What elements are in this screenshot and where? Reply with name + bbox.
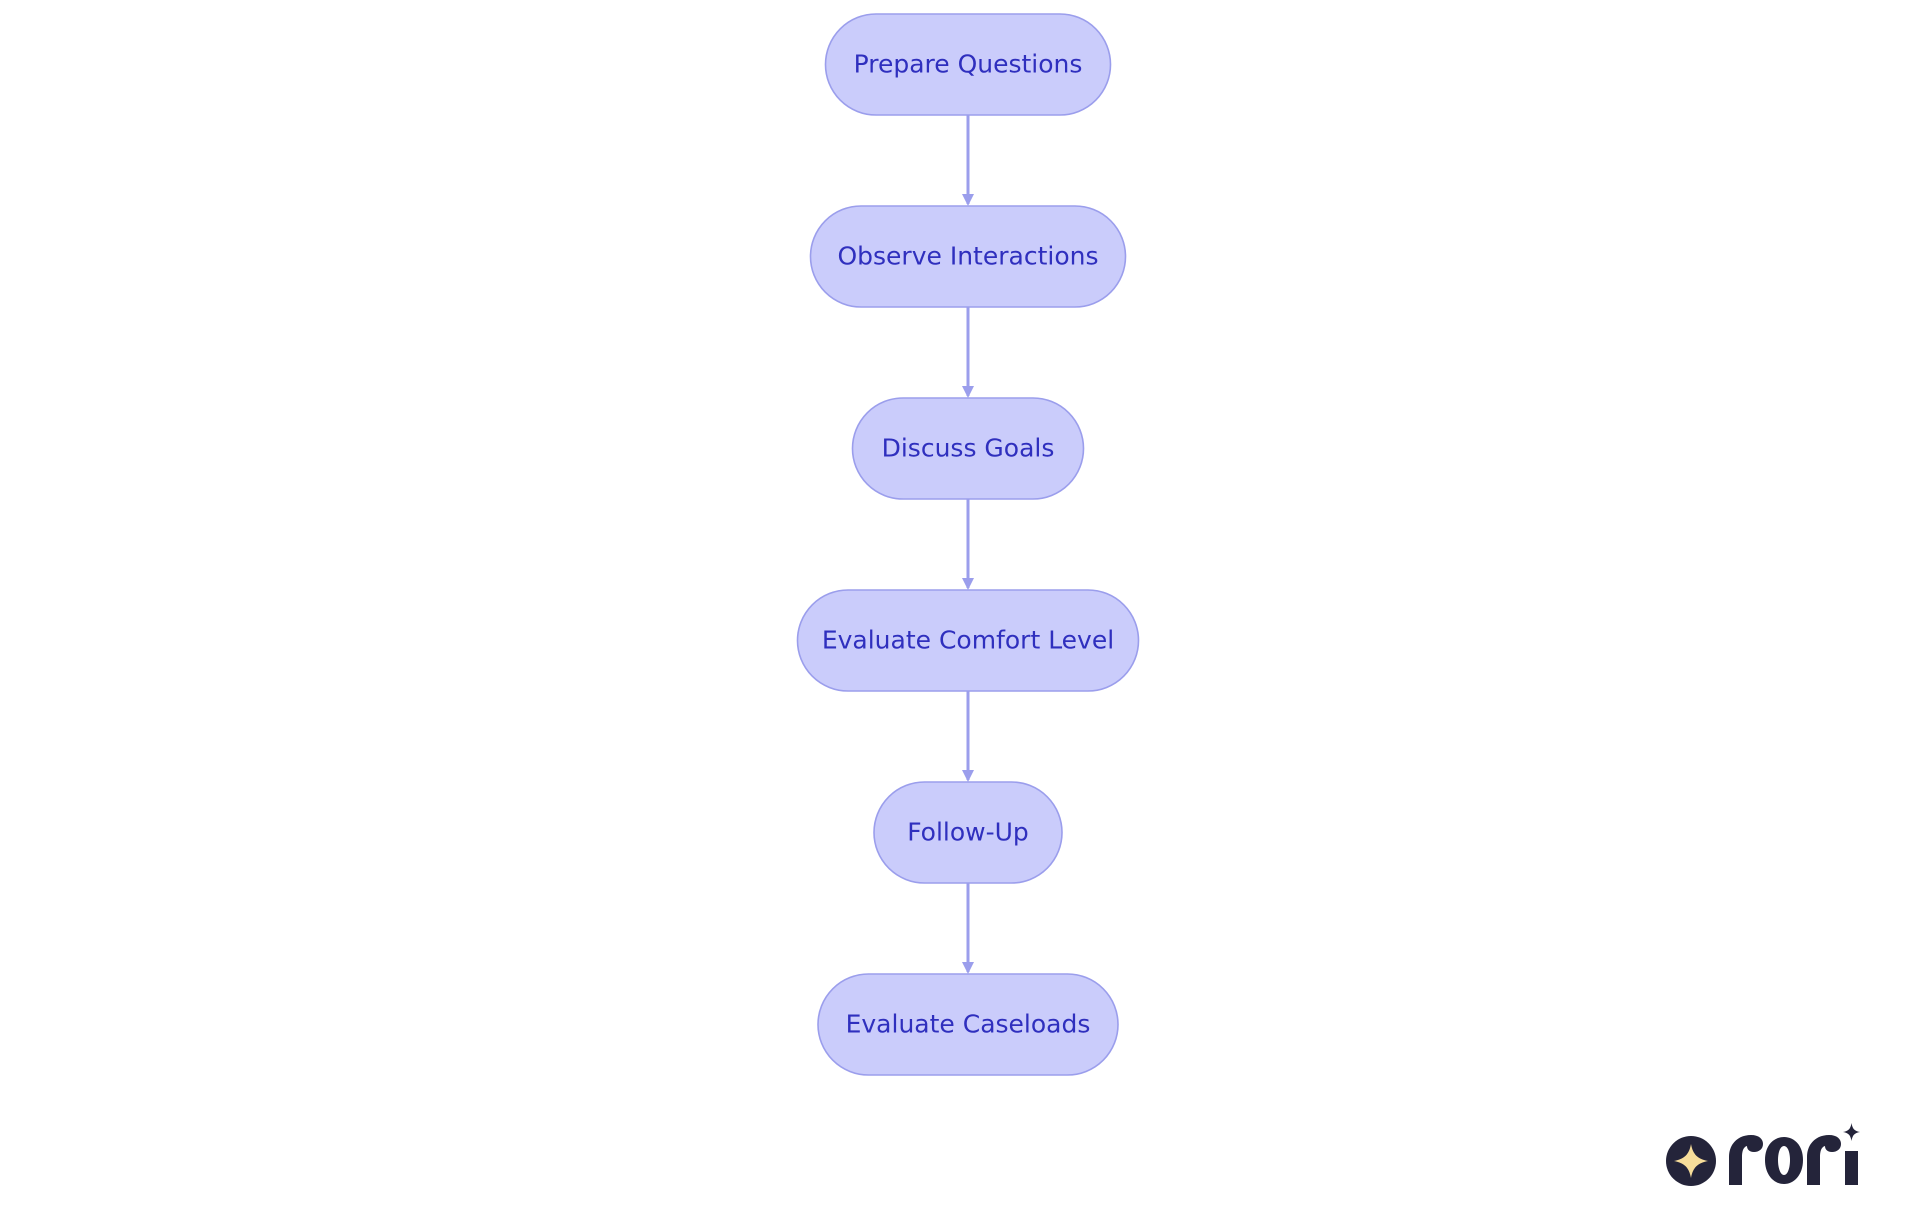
node-prepare-questions: Prepare Questions	[824, 13, 1112, 116]
node-shape	[824, 13, 1112, 116]
node-shape	[851, 397, 1085, 500]
sparkle-logo-icon	[1666, 1136, 1716, 1186]
logo-wordmark	[1729, 1123, 1860, 1185]
node-label: Follow-Up	[907, 818, 1029, 847]
node-shape	[817, 973, 1119, 1076]
node-label: Evaluate Comfort Level	[822, 626, 1114, 655]
node-label: Evaluate Caseloads	[846, 1010, 1091, 1039]
node-shape	[809, 205, 1127, 308]
node-observe-interactions: Observe Interactions	[809, 205, 1127, 308]
node-shape	[796, 589, 1140, 692]
node-label: Prepare Questions	[854, 50, 1083, 79]
brand-logo	[1666, 1123, 1860, 1186]
node-evaluate-caseloads: Evaluate Caseloads	[817, 973, 1119, 1076]
node-shape	[873, 781, 1063, 884]
node-label: Observe Interactions	[837, 242, 1098, 271]
node-label: Discuss Goals	[882, 434, 1055, 463]
node-evaluate-comfort-level: Evaluate Comfort Level	[796, 589, 1140, 692]
node-follow-up: Follow-Up	[873, 781, 1063, 884]
node-discuss-goals: Discuss Goals	[851, 397, 1085, 500]
node-layer: Prepare Questions Observe Interactions D…	[796, 13, 1140, 1076]
